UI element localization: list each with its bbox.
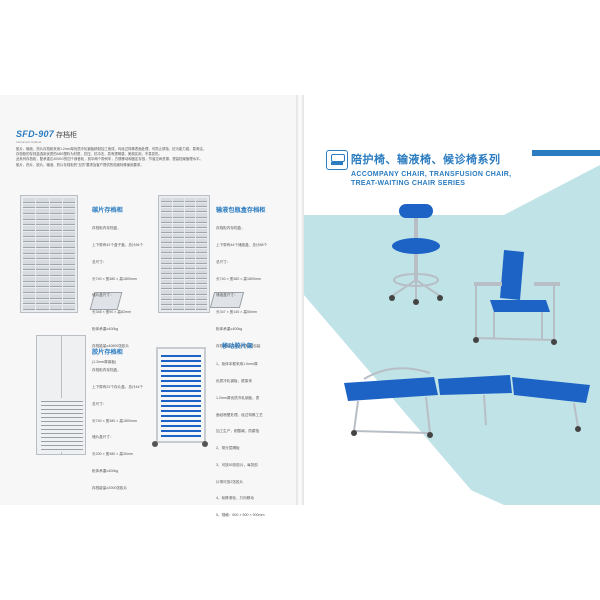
spec-line: 4、轮移滚轮，万向移动: [216, 496, 254, 501]
folding-accompany-bed-image: [344, 367, 590, 438]
intro-text: 胶片、输液、药片存档柜采用1.2mm厚优质冷轧钢板精制加工而成，均经过特殊表面处…: [16, 147, 266, 168]
model-subtitle: Instrument Cabinet: [16, 140, 42, 144]
spec-line: 存档柜内存档盒，: [92, 368, 121, 373]
spec-line: 储片盒尺寸：: [92, 293, 114, 298]
accompany-chair-image: [473, 250, 560, 345]
model-name: 存档柜: [56, 132, 77, 139]
spec-line: 储液盒尺寸：: [216, 293, 238, 298]
spec-line: 1.2mm厚优质冷轧钢板，表: [216, 395, 260, 400]
catalog-title-cn: 陪护椅、输液椅、候诊椅系列: [351, 154, 501, 166]
spec-line: 存档能量≥2000张胶片: [92, 485, 128, 490]
spec-line: 存档柜内存档盒，: [216, 226, 245, 231]
product-title: 移动胶片架: [222, 343, 253, 350]
spec-line: 长200 × 宽380 × 高30mm: [92, 452, 133, 457]
spec-line: 柜体承重≤400kg: [216, 326, 243, 331]
product-specs: 存档柜内存档盒， 上下带有44个储液盒，总计88个 总尺寸： 长740 × 宽3…: [216, 215, 267, 360]
teal-diagonal-band: [304, 165, 600, 505]
spec-line: 3、可放50张胶片，每张胶: [216, 462, 258, 467]
page-gutter: [296, 95, 304, 505]
wheel-icon: [152, 441, 158, 447]
spec-line: 2、带分层隔板: [216, 446, 240, 451]
spec-line: 总尺寸：: [92, 401, 107, 406]
spec-line: 长740 × 宽380 × 高1800mm: [216, 276, 261, 281]
film-door-cabinet-image: [36, 335, 86, 455]
intro-line: 胶片、输液、药片存档柜采用1.2mm厚优质冷轧钢板精制加工而成，均经过特殊表面处…: [16, 147, 207, 151]
spec-line: 面经喷塑处理，经过特殊工艺: [216, 412, 263, 417]
catalog-title-en: ACCOMPANY CHAIR, TRANSFUSION CHAIR, TREA…: [351, 170, 511, 188]
film-cabinet-image: [20, 195, 78, 313]
product-title: 胶片存档柜: [92, 349, 123, 356]
spec-line: 上下带有44个储液盒，总计88个: [216, 242, 268, 247]
spec-line: 存档柜内存档盒，: [92, 226, 121, 231]
spec-line: 5、规格：600 × 500 × 900mm: [216, 513, 265, 518]
spec-line: 长740 × 宽380 × 高1800mm: [92, 276, 137, 281]
spec-line: 片带可放2张胶片: [216, 479, 244, 484]
spec-line: (1.2mm厚钢板): [92, 360, 117, 365]
spec-line: 储片盒尺寸：: [92, 435, 114, 440]
spec-line: 加工生产，耐酸碱，防腐蚀: [216, 429, 260, 434]
spec-line: 上下带有42个盒子盖，总计84个: [92, 242, 144, 247]
right-page: 陪护椅、输液椅、候诊椅系列 ACCOMPANY CHAIR, TRANSFUSI…: [304, 95, 600, 505]
spec-line: 柜体承重≤400kg: [92, 468, 119, 473]
spec-line: 存档能量≥40800张胶片: [92, 343, 130, 348]
model-code: SFD-907: [16, 129, 55, 139]
catalog-spread: SFD-907 存档柜 Instrument Cabinet 胶片、输液、药片存…: [0, 95, 600, 517]
catalog-title-en-line: ACCOMPANY CHAIR, TRANSFUSION CHAIR,: [351, 171, 512, 178]
spec-line: 柜体承重≤400kg: [92, 326, 119, 331]
spec-line: 存档能量≥28000张输液包装: [216, 343, 261, 348]
spec-line: 优质冷轧钢板，框架采: [216, 378, 252, 383]
spec-line: 长347 × 宽140 × 高50mm: [216, 310, 257, 315]
wheel-icon: [202, 441, 208, 447]
product-specs: 1、柜体本框采用1.0mm厚 优质冷轧钢板，框架采 1.2mm厚优质冷轧钢板，表…: [216, 351, 265, 530]
intro-line: 存档柜的存档盒选用优质的ABS塑料为材质，抗压、抗冲击，具有透明感，美观实用，不…: [16, 152, 162, 157]
spec-line: 总尺寸：: [92, 259, 107, 264]
doctor-stool-image: [389, 204, 443, 305]
product-specs: 存档柜内存档盒， 上下带有22个存片盒，总计44个 总尺寸： 长740 × 宽3…: [92, 357, 143, 502]
infusion-cabinet-image: [158, 195, 210, 313]
spec-line: 长740 × 宽380 × 高1800mm: [92, 418, 137, 423]
product-specs: 存档柜内存档盒， 上下带有42个盒子盖，总计84个 总尺寸： 长740 × 宽3…: [92, 215, 143, 377]
spec-line: 1、柜体本框采用1.0mm厚: [216, 362, 258, 367]
spec-line: 上下带有22个存片盒，总计44个: [92, 384, 144, 389]
header-accent-bar: [532, 150, 600, 156]
mobile-film-rack-image: [156, 347, 206, 443]
spec-line: 长348 × 宽90 × 高82mm: [92, 310, 131, 315]
spec-line: 总尺寸：: [216, 259, 231, 264]
chair-logo-icon: [326, 150, 348, 170]
product-title: 输液包瓶盒存档柜: [216, 207, 266, 214]
intro-line: 此系列存档柜，配承重达400KG的四个静音轮，其中两个带刹车，方便移动和固定存放…: [16, 157, 203, 162]
product-title: 碳片存档柜: [92, 207, 123, 214]
catalog-title-en-line: TREAT-WAITING CHAIR SERIES: [351, 180, 466, 187]
left-page: SFD-907 存档柜 Instrument Cabinet 胶片、输液、药片存…: [0, 95, 296, 517]
intro-line: 胶片、药片、胶片、输液、药片存档柜的“五防”要求及客户提供的档案特殊使用要求。: [16, 162, 144, 167]
